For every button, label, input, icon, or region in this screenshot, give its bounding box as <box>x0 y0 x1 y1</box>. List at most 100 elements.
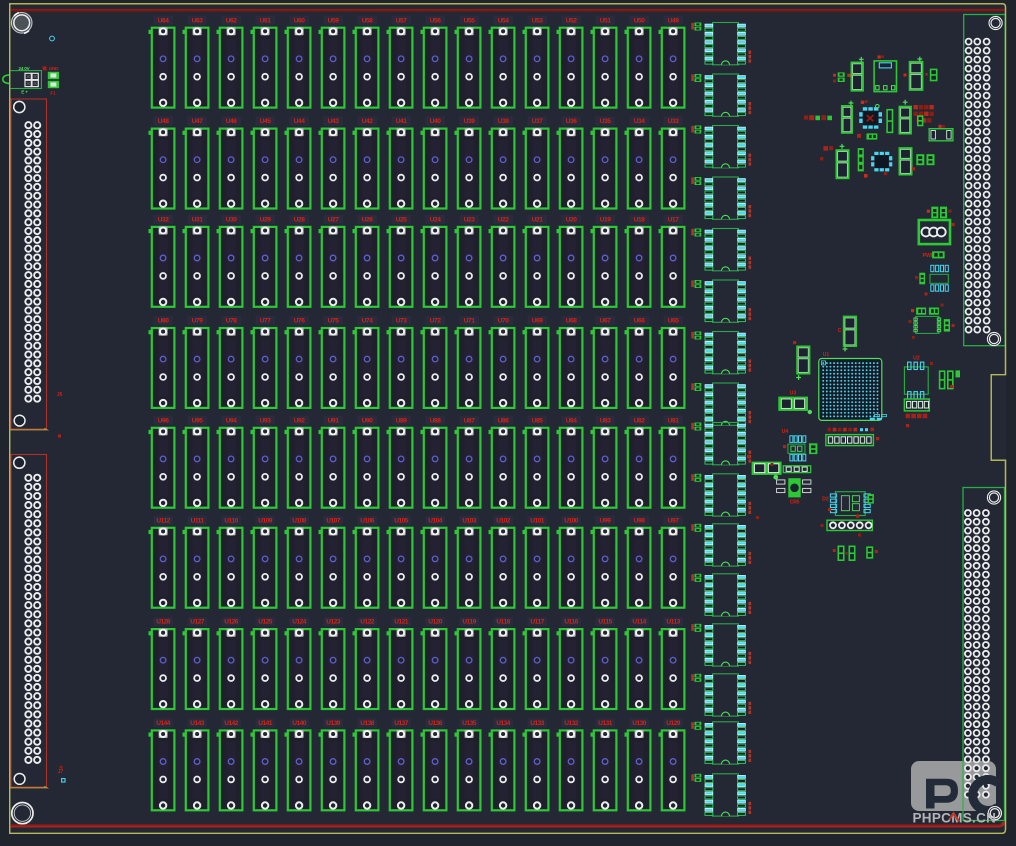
svg-text:U18: U18 <box>634 217 645 224</box>
svg-text:U1: U1 <box>823 352 830 358</box>
svg-text:U26: U26 <box>362 217 373 224</box>
svg-text:U56: U56 <box>430 17 441 24</box>
svg-text:U100: U100 <box>564 517 579 524</box>
svg-text:U102: U102 <box>496 517 511 524</box>
svg-text:U38: U38 <box>498 118 509 125</box>
svg-text:U85: U85 <box>532 417 543 424</box>
svg-text:U53: U53 <box>532 17 543 24</box>
svg-text:U125: U125 <box>258 619 273 626</box>
svg-text:U96: U96 <box>158 417 169 424</box>
svg-text:U124: U124 <box>292 619 307 626</box>
svg-text:U20: U20 <box>566 217 577 224</box>
svg-text:U143: U143 <box>190 720 205 727</box>
svg-text:U91: U91 <box>328 417 339 424</box>
svg-text:U99: U99 <box>600 517 611 524</box>
svg-text:U97: U97 <box>668 517 679 524</box>
svg-text:PWR: PWR <box>923 253 935 259</box>
svg-text:U72: U72 <box>430 318 441 325</box>
svg-text:U55: U55 <box>464 17 475 24</box>
svg-text:U112: U112 <box>156 517 170 524</box>
svg-text:U138: U138 <box>360 720 375 727</box>
svg-text:U110: U110 <box>224 517 238 524</box>
svg-text:U46: U46 <box>226 118 237 125</box>
svg-text:U76: U76 <box>294 318 305 325</box>
svg-text:U57: U57 <box>396 17 407 24</box>
svg-text:U109: U109 <box>258 517 273 524</box>
svg-text:U117: U117 <box>530 619 544 626</box>
svg-text:U136: U136 <box>428 720 443 727</box>
svg-text:U133: U133 <box>530 720 545 727</box>
svg-text:U83: U83 <box>600 417 611 424</box>
svg-text:U44: U44 <box>294 118 305 125</box>
svg-text:U59: U59 <box>328 17 339 24</box>
svg-text:U50: U50 <box>634 17 645 24</box>
svg-text:U120: U120 <box>428 619 443 626</box>
svg-text:U116: U116 <box>564 619 578 626</box>
svg-text:U88: U88 <box>430 417 441 424</box>
svg-text:GND: GND <box>49 66 59 71</box>
svg-text:U103: U103 <box>462 517 477 524</box>
svg-text:E +: E + <box>21 89 28 94</box>
svg-text:U62: U62 <box>226 17 237 24</box>
svg-text:U51: U51 <box>600 17 611 24</box>
svg-text:U132: U132 <box>564 720 579 727</box>
svg-text:U144: U144 <box>156 720 171 727</box>
svg-text:U39: U39 <box>464 118 475 125</box>
svg-text:U86: U86 <box>498 417 509 424</box>
svg-text:U115: U115 <box>598 619 612 626</box>
svg-text:U93: U93 <box>260 417 271 424</box>
svg-text:U48: U48 <box>158 118 169 125</box>
svg-text:U22: U22 <box>498 217 509 224</box>
svg-text:U74: U74 <box>362 318 373 325</box>
svg-text:U108: U108 <box>292 517 307 524</box>
svg-text:D2: D2 <box>822 497 829 503</box>
svg-text:U106: U106 <box>360 517 375 524</box>
svg-text:U98: U98 <box>634 517 645 524</box>
svg-text:U118: U118 <box>496 619 510 626</box>
svg-text:U139: U139 <box>326 720 341 727</box>
svg-text:U101: U101 <box>530 517 545 524</box>
svg-text:U142: U142 <box>224 720 239 727</box>
svg-text:U92: U92 <box>294 417 305 424</box>
svg-text:U94: U94 <box>226 417 237 424</box>
svg-text:U3: U3 <box>790 391 797 397</box>
svg-text:U45: U45 <box>260 118 271 125</box>
svg-text:U4: U4 <box>782 429 789 435</box>
svg-text:PHPCMS.CN: PHPCMS.CN <box>913 811 997 826</box>
svg-text:U65: U65 <box>668 318 679 325</box>
svg-text:U122: U122 <box>360 619 375 626</box>
svg-text:U79: U79 <box>192 318 203 325</box>
svg-text:U25: U25 <box>396 217 407 224</box>
svg-text:CR5: CR5 <box>790 500 800 506</box>
svg-text:U49: U49 <box>668 17 679 24</box>
svg-text:U77: U77 <box>260 318 271 325</box>
svg-text:U32: U32 <box>158 217 169 224</box>
svg-text:U61: U61 <box>260 17 271 24</box>
svg-text:U43: U43 <box>328 118 339 125</box>
svg-text:U137: U137 <box>394 720 409 727</box>
svg-text:U28: U28 <box>294 217 305 224</box>
svg-text:U80: U80 <box>158 318 169 325</box>
svg-text:U33: U33 <box>668 118 679 125</box>
svg-text:U89: U89 <box>396 417 407 424</box>
svg-text:U67: U67 <box>600 318 611 325</box>
svg-text:24 0V: 24 0V <box>18 66 30 71</box>
svg-text:U30: U30 <box>226 217 237 224</box>
svg-text:U47: U47 <box>192 118 203 125</box>
svg-text:U119: U119 <box>462 619 476 626</box>
svg-text:U36: U36 <box>566 118 577 125</box>
svg-text:U40: U40 <box>430 118 441 125</box>
svg-text:U114: U114 <box>632 619 646 626</box>
svg-text:U105: U105 <box>394 517 409 524</box>
svg-text:U23: U23 <box>464 217 475 224</box>
svg-text:U54: U54 <box>498 17 509 24</box>
svg-text:C: C <box>838 328 842 334</box>
svg-text:U37: U37 <box>532 118 543 125</box>
svg-text:U73: U73 <box>396 318 407 325</box>
svg-text:J6: J6 <box>57 392 63 398</box>
svg-text:U17: U17 <box>668 217 679 224</box>
svg-text:U60: U60 <box>294 17 305 24</box>
svg-text:U78: U78 <box>226 318 237 325</box>
svg-text:J7: J7 <box>58 769 64 775</box>
svg-text:U123: U123 <box>326 619 341 626</box>
